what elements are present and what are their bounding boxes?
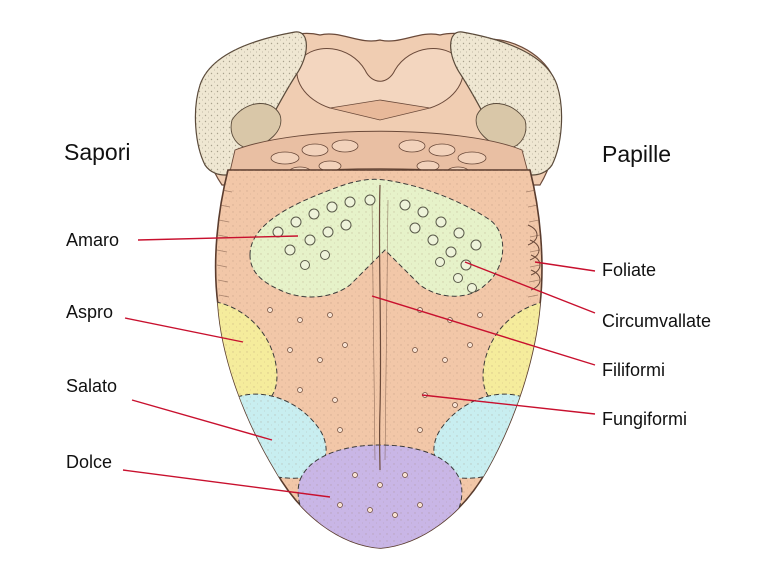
leader-bitter	[137, 235, 299, 241]
circumvallate-papillae	[272, 194, 482, 293]
leader-salty	[131, 399, 273, 441]
label-bitter: Amaro	[66, 230, 119, 250]
leader-filiform	[371, 295, 596, 366]
tongue-body	[214, 169, 543, 549]
heading-tastes: Sapori	[64, 139, 130, 165]
leader-circumvallate	[464, 261, 596, 314]
label-sweet: Dolce	[66, 452, 112, 472]
right-tonsil	[450, 31, 563, 176]
leader-fungiform	[421, 394, 596, 415]
median-sulcus	[378, 184, 382, 471]
label-salty: Salato	[66, 376, 117, 396]
left-tonsil	[194, 31, 307, 176]
heading-papillae: Papille	[602, 141, 671, 167]
label-sour: Aspro	[66, 302, 113, 322]
fungiform-papillae	[267, 307, 483, 518]
leader-foliate	[534, 261, 596, 272]
label-circumvallate: Circumvallate	[602, 311, 711, 331]
leader-sweet	[122, 469, 331, 498]
label-fungiform: Fungiformi	[602, 409, 687, 429]
leader-sour	[124, 317, 244, 343]
label-foliate: Foliate	[602, 260, 656, 280]
label-filiform: Filiformi	[602, 360, 665, 380]
